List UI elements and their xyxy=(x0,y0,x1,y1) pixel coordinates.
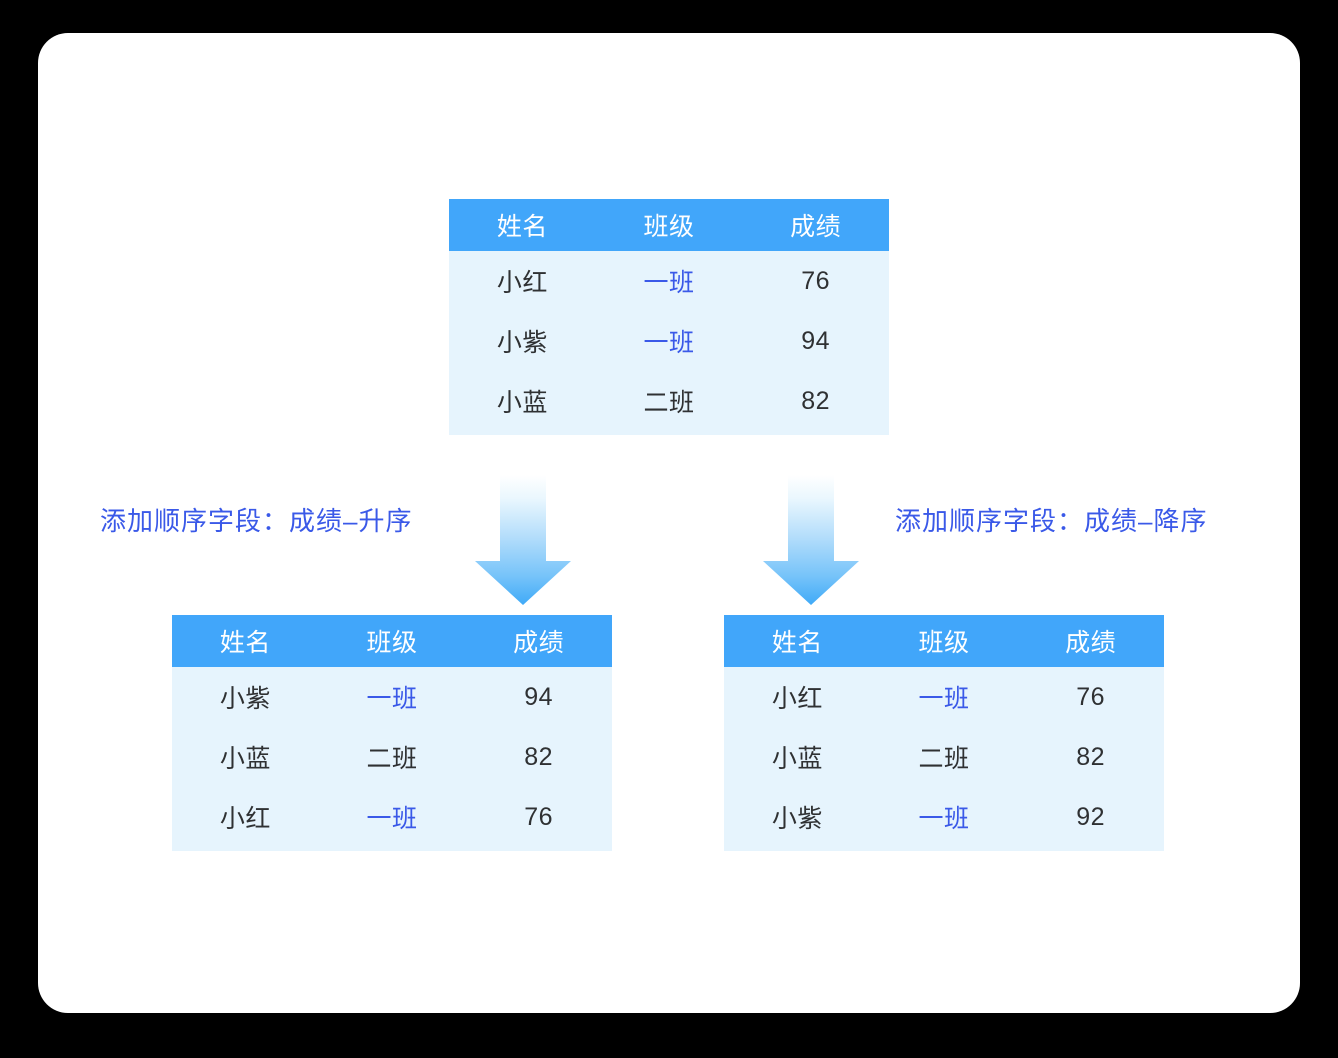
column-header-name: 姓名 xyxy=(496,213,548,241)
cell-name: 小紫 xyxy=(771,805,823,833)
table-header-row: 姓名 班级 成绩 xyxy=(449,199,889,251)
cell-class: 一班 xyxy=(918,685,970,713)
cell-class: 一班 xyxy=(643,269,695,297)
table-row: 小紫 一班 92 xyxy=(724,787,1164,847)
column-header-score: 成绩 xyxy=(513,629,565,657)
ascending-caption: 添加顺序字段：成绩–升序 xyxy=(100,506,413,536)
down-arrow-icon xyxy=(475,475,571,605)
cell-class: 二班 xyxy=(643,389,695,417)
table-header-row: 姓名 班级 成绩 xyxy=(724,615,1164,667)
cell-score: 82 xyxy=(801,386,831,415)
descending-caption: 添加顺序字段：成绩–降序 xyxy=(895,506,1208,536)
cell-class: 一班 xyxy=(366,805,418,833)
cell-name: 小蓝 xyxy=(219,745,271,773)
table-row: 小蓝 二班 82 xyxy=(172,727,612,787)
content-card: 姓名 班级 成绩 小红 一班 76 小紫 一班 94 小蓝 二班 82 xyxy=(38,33,1300,1013)
cell-score: 94 xyxy=(524,682,554,711)
cell-score: 92 xyxy=(1076,802,1106,831)
column-header-score: 成绩 xyxy=(790,213,842,241)
cell-score: 94 xyxy=(801,326,831,355)
descending-result-table: 姓名 班级 成绩 小红 一班 76 小蓝 二班 82 小紫 一班 92 xyxy=(724,615,1164,851)
table-body: 小红 一班 76 小蓝 二班 82 小紫 一班 92 xyxy=(724,667,1164,851)
cell-name: 小红 xyxy=(771,685,823,713)
table-row: 小紫 一班 94 xyxy=(449,311,889,371)
cell-score: 76 xyxy=(1076,682,1106,711)
cell-score: 82 xyxy=(524,742,554,771)
table-row: 小红 一班 76 xyxy=(724,667,1164,727)
cell-class: 一班 xyxy=(643,329,695,357)
cell-name: 小紫 xyxy=(496,329,548,357)
cell-name: 小红 xyxy=(496,269,548,297)
table-row: 小蓝 二班 82 xyxy=(449,371,889,431)
column-header-score: 成绩 xyxy=(1065,629,1117,657)
cell-name: 小蓝 xyxy=(496,389,548,417)
ascending-result-table: 姓名 班级 成绩 小紫 一班 94 小蓝 二班 82 小红 一班 76 xyxy=(172,615,612,851)
column-header-name: 姓名 xyxy=(219,629,271,657)
cell-class: 二班 xyxy=(918,745,970,773)
column-header-class: 班级 xyxy=(366,629,418,657)
cell-name: 小红 xyxy=(219,805,271,833)
cell-score: 76 xyxy=(524,802,554,831)
table-body: 小红 一班 76 小紫 一班 94 小蓝 二班 82 xyxy=(449,251,889,435)
table-header-row: 姓名 班级 成绩 xyxy=(172,615,612,667)
cell-score: 82 xyxy=(1076,742,1106,771)
column-header-class: 班级 xyxy=(643,213,695,241)
cell-name: 小紫 xyxy=(219,685,271,713)
source-table: 姓名 班级 成绩 小红 一班 76 小紫 一班 94 小蓝 二班 82 xyxy=(449,199,889,435)
cell-score: 76 xyxy=(801,266,831,295)
column-header-class: 班级 xyxy=(918,629,970,657)
column-header-name: 姓名 xyxy=(771,629,823,657)
down-arrow-icon xyxy=(763,475,859,605)
cell-class: 一班 xyxy=(918,805,970,833)
cell-name: 小蓝 xyxy=(771,745,823,773)
cell-class: 一班 xyxy=(366,685,418,713)
table-row: 小红 一班 76 xyxy=(172,787,612,847)
table-row: 小紫 一班 94 xyxy=(172,667,612,727)
cell-class: 二班 xyxy=(366,745,418,773)
table-row: 小蓝 二班 82 xyxy=(724,727,1164,787)
table-body: 小紫 一班 94 小蓝 二班 82 小红 一班 76 xyxy=(172,667,612,851)
table-row: 小红 一班 76 xyxy=(449,251,889,311)
